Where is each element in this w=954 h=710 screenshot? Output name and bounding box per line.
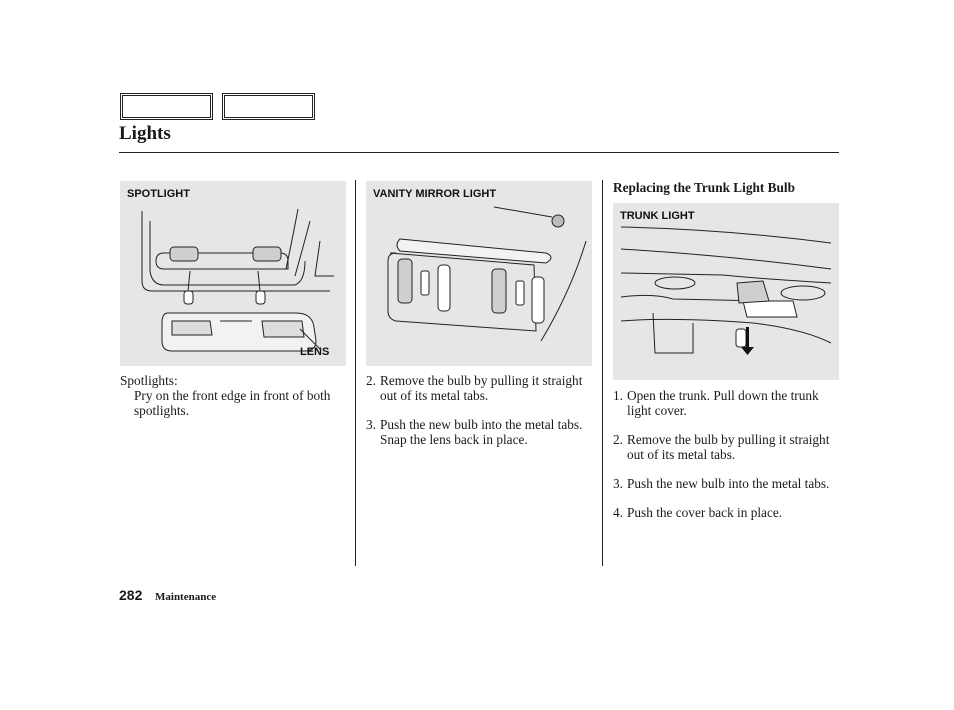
- column-divider-2: [602, 180, 603, 566]
- step-text: Open the trunk. Pull down the trunk ligh…: [627, 388, 819, 418]
- nav-tab-1[interactable]: [120, 93, 213, 120]
- spotlight-illustration: [141, 208, 334, 352]
- nav-tab-2[interactable]: [222, 93, 315, 120]
- trunk-light-illustration: [620, 226, 832, 355]
- step-item: 2. Remove the bulb by pulling it straigh…: [613, 432, 839, 462]
- column-divider-1: [355, 180, 356, 566]
- vanity-mirror-figure: VANITY MIRROR LIGHT: [366, 181, 592, 366]
- step-item: 3. Push the new bulb into the metal tabs…: [366, 417, 592, 447]
- step-number: 4.: [613, 505, 623, 520]
- step-item: 1. Open the trunk. Pull down the trunk l…: [613, 388, 839, 418]
- step-number: 2.: [613, 432, 623, 447]
- vanity-mirror-illustration: [387, 206, 587, 342]
- step-item: 3. Push the new bulb into the metal tabs…: [613, 476, 839, 491]
- figure-label: SPOTLIGHT: [127, 188, 190, 200]
- figure-label: TRUNK LIGHT: [620, 210, 695, 222]
- step-text: Push the new bulb into the metal tabs.: [627, 476, 830, 491]
- step-item: 4. Push the cover back in place.: [613, 505, 839, 520]
- column1-text: Spotlights: Pry on the front edge in fro…: [120, 373, 342, 418]
- footer-section: Maintenance: [155, 591, 217, 603]
- step-number: 2.: [366, 373, 376, 388]
- step-item: 2. Remove the bulb by pulling it straigh…: [366, 373, 592, 403]
- trunk-light-figure: TRUNK LIGHT: [613, 203, 839, 380]
- step-number: 3.: [613, 476, 623, 491]
- spotlights-instruction: Pry on the front edge in front of both s…: [134, 388, 331, 418]
- column3-steps: 1. Open the trunk. Pull down the trunk l…: [613, 388, 839, 534]
- step-text: Push the new bulb into the metal tabs. S…: [380, 417, 583, 447]
- step-text: Remove the bulb by pulling it straight o…: [380, 373, 583, 403]
- title-divider: [119, 152, 839, 153]
- step-text: Push the cover back in place.: [627, 505, 783, 520]
- step-text: Remove the bulb by pulling it straight o…: [627, 432, 830, 462]
- step-number: 1.: [613, 388, 623, 403]
- page-title: Lights: [119, 123, 171, 144]
- spotlight-figure: SPOTLIGHT LENS: [120, 181, 346, 366]
- figure-label: VANITY MIRROR LIGHT: [373, 188, 497, 200]
- lens-callout: LENS: [300, 346, 330, 358]
- column2-steps: 2. Remove the bulb by pulling it straigh…: [366, 373, 592, 461]
- spotlights-intro: Spotlights:: [120, 373, 178, 388]
- step-number: 3.: [366, 417, 376, 432]
- page-number: 282: [119, 587, 143, 603]
- section-heading: Replacing the Trunk Light Bulb: [613, 180, 796, 195]
